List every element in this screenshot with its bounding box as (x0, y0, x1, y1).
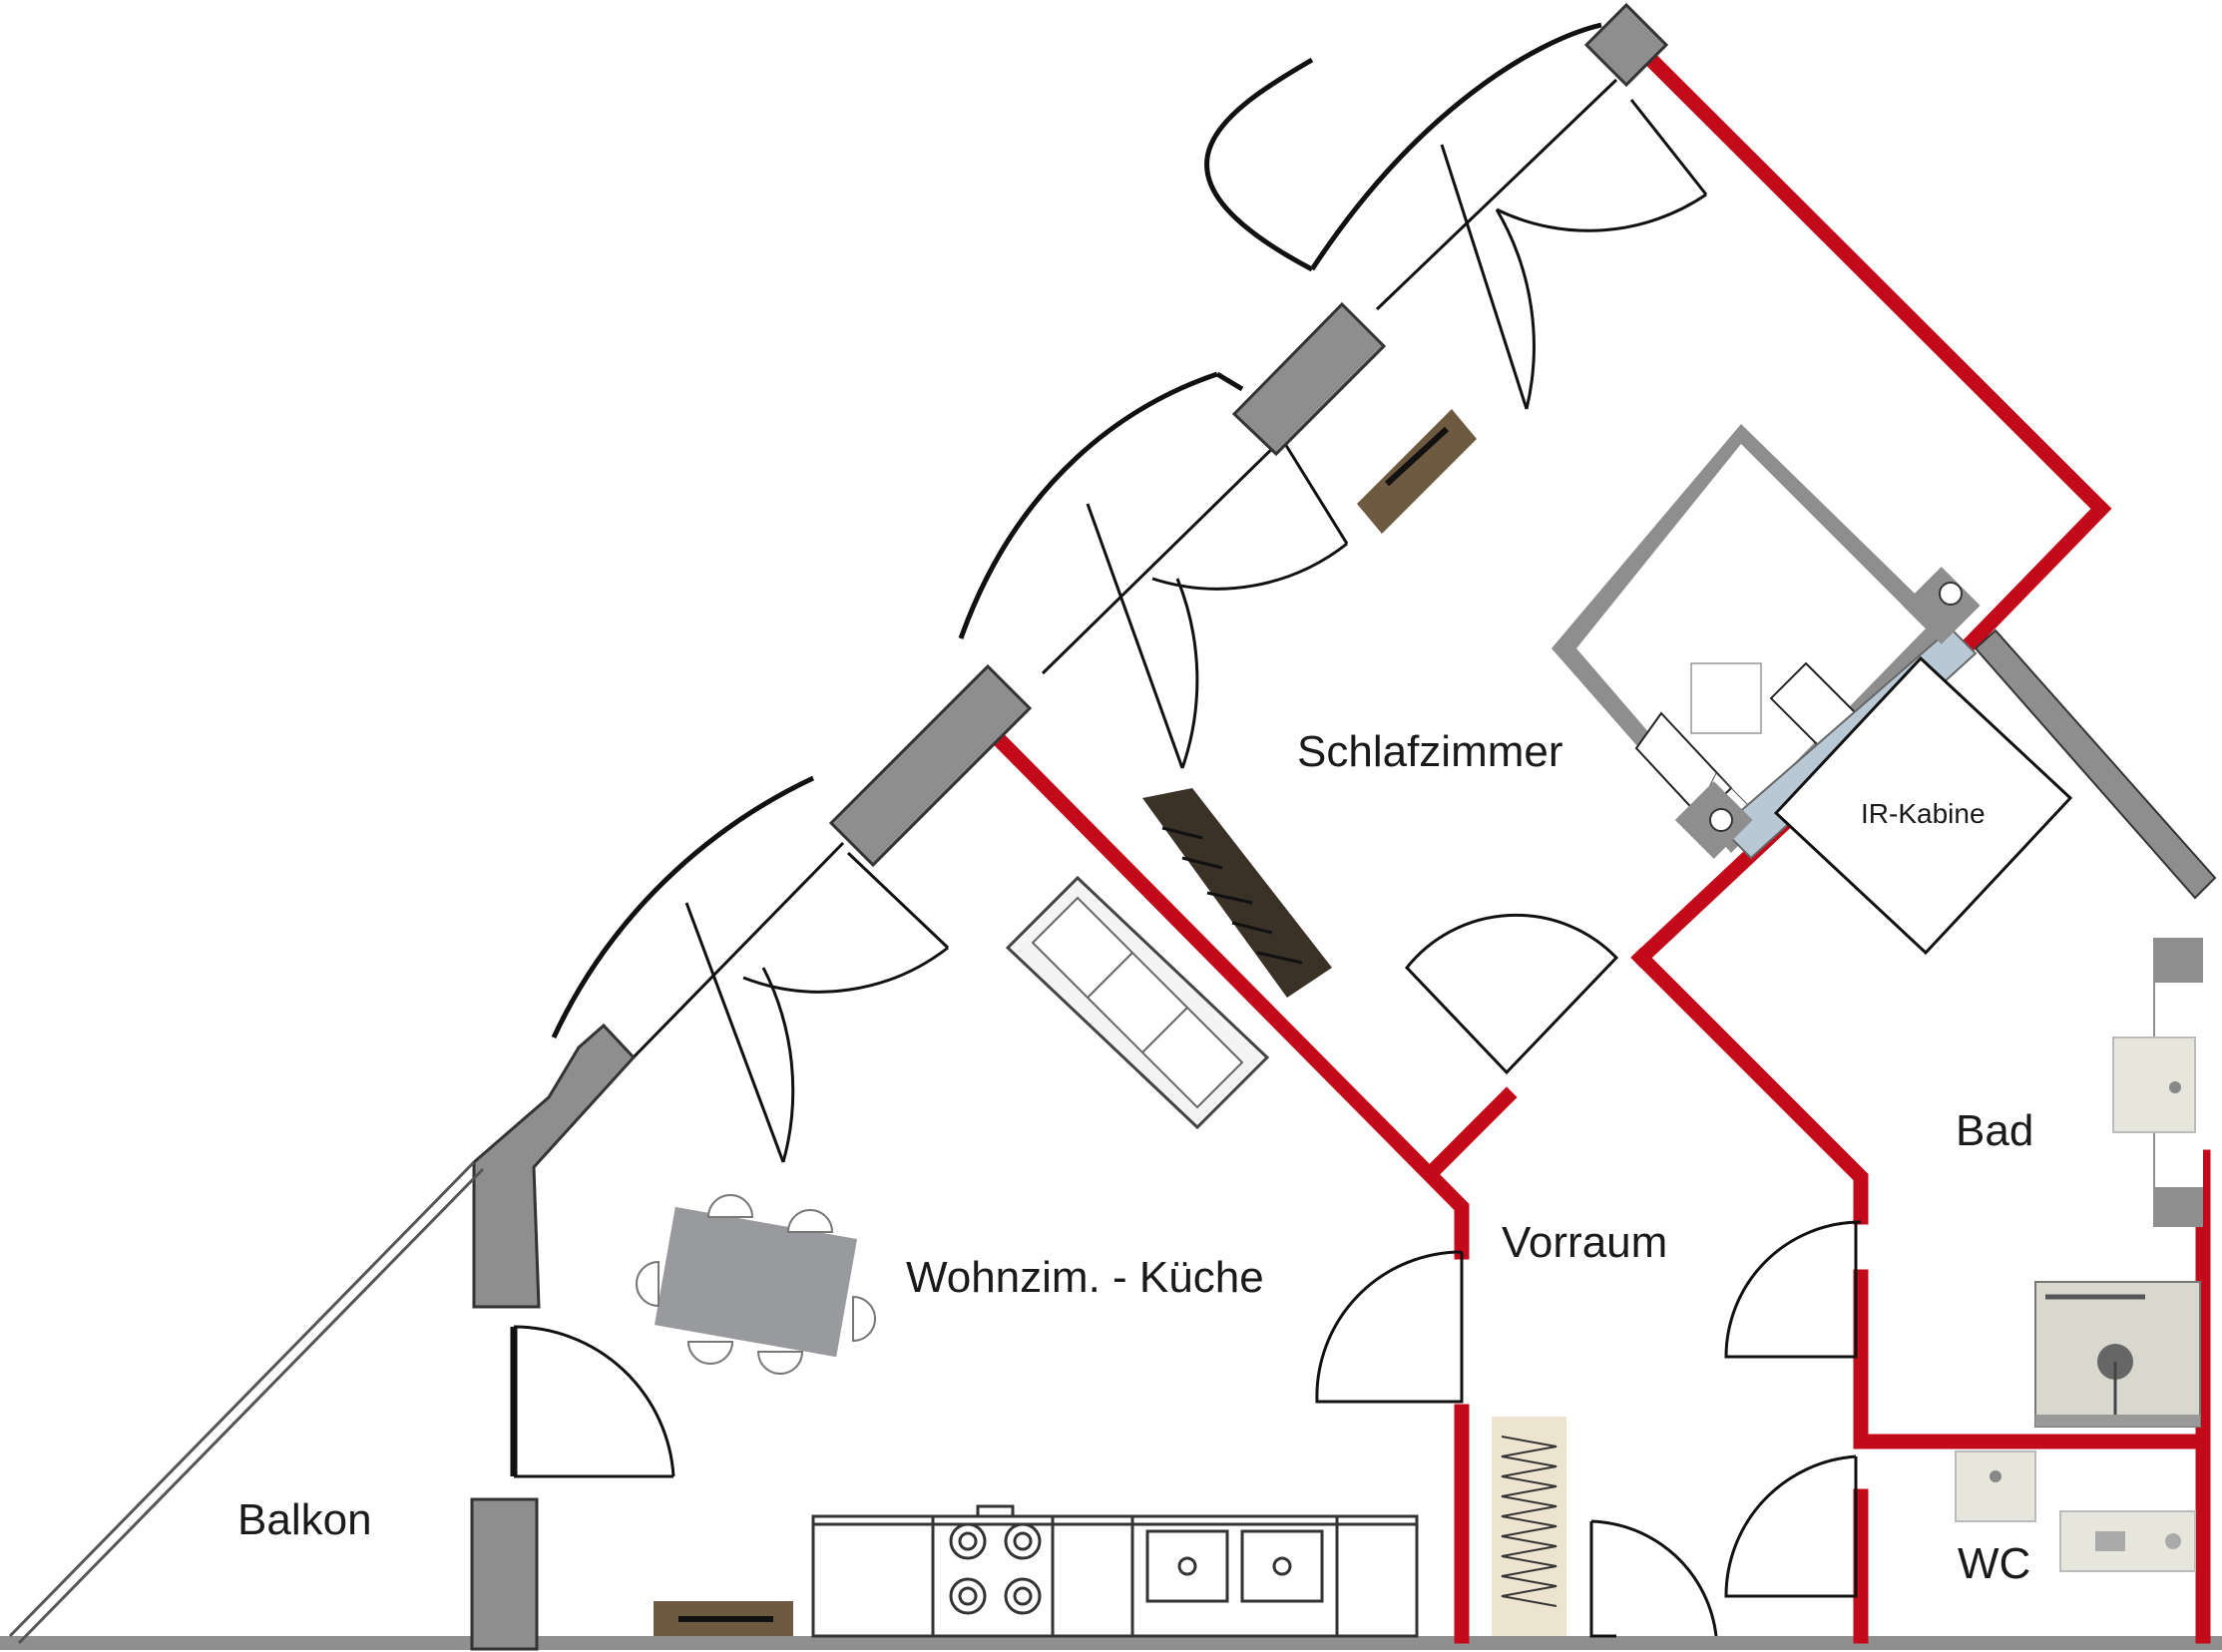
kitchen-counter (811, 1504, 1419, 1638)
stove (949, 1522, 1042, 1615)
interior-doors (1315, 913, 1862, 1638)
label-ir-kabine: IR-Kabine (1861, 798, 1986, 829)
dining-table (636, 1194, 876, 1375)
window-bay-2 (958, 371, 1244, 639)
kitchen-sink (1145, 1529, 1324, 1603)
window-frames (622, 78, 1708, 1163)
balcony-door (510, 1325, 675, 1478)
gray-wall-right (1974, 628, 2217, 900)
bedroom-shelf (1357, 409, 1477, 534)
label-bad: Bad (1956, 1106, 2033, 1155)
balcony-rail (8, 1160, 485, 1645)
label-wc: WC (1958, 1539, 2030, 1588)
floor-line (0, 1636, 2222, 1650)
ir-kabine-box (1773, 655, 2073, 956)
wc-fixtures (1955, 1450, 2196, 1572)
label-balkon: Balkon (237, 1495, 372, 1544)
wall-pillars (470, 2, 1669, 1651)
window-bay-3 (551, 775, 815, 1039)
tv-shelf (1142, 788, 1332, 998)
sofa (1005, 875, 1270, 1130)
window-bay-1 (1204, 57, 1314, 272)
label-wohnzimmer-kueche: Wohnzim. - Küche (906, 1253, 1264, 1302)
shower (2034, 1281, 2201, 1428)
living-shelf (654, 1601, 793, 1636)
label-schlafzimmer: Schlafzimmer (1297, 727, 1563, 776)
bad-sink-unit (2112, 938, 2203, 1227)
window-bay-top (1309, 22, 1602, 271)
label-vorraum: Vorraum (1502, 1218, 1667, 1267)
radiator (1492, 1417, 1566, 1636)
